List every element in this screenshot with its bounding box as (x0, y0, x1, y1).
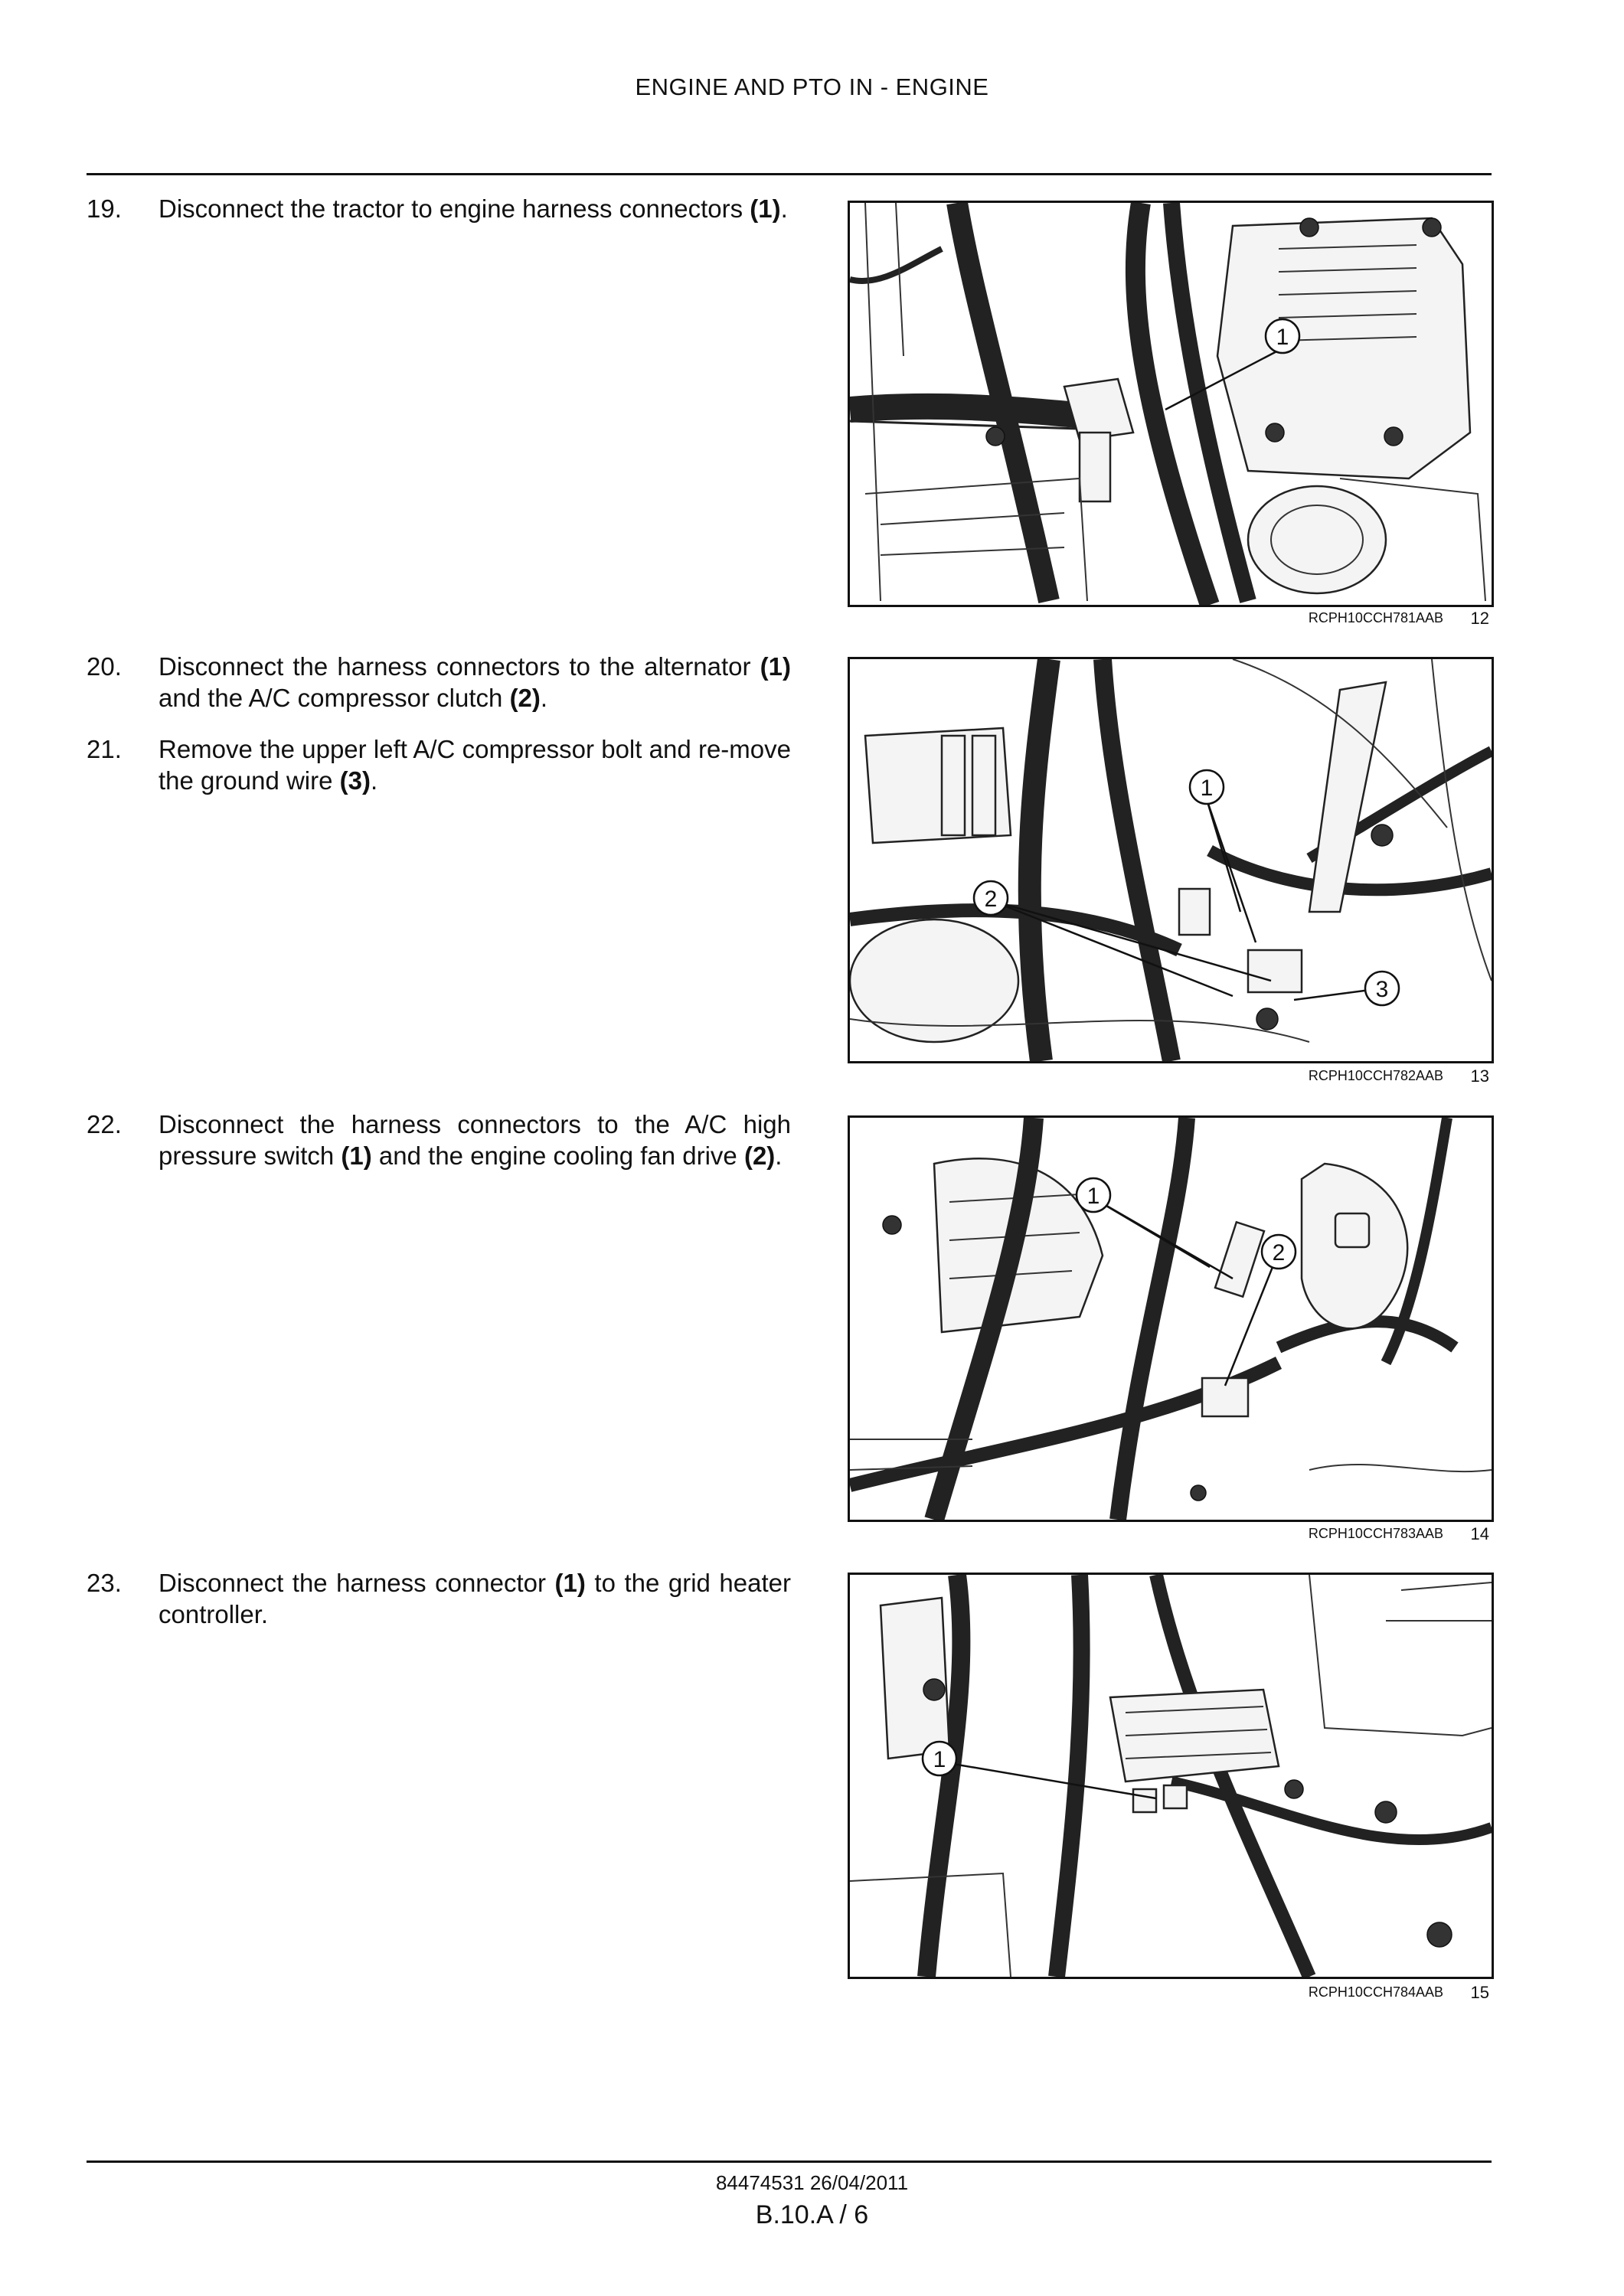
figure-14-pressure-switch-fan-drive: 1 2 (848, 1115, 1494, 1522)
svg-text:1: 1 (933, 1747, 946, 1772)
step-text: Disconnect the harness connector (1) to … (158, 1569, 791, 1628)
figure-code: RCPH10CCH783AAB (1308, 1526, 1443, 1541)
svg-text:3: 3 (1376, 977, 1389, 1002)
svg-text:1: 1 (1201, 776, 1214, 801)
figure-number: 12 (1470, 609, 1489, 628)
figure-12-illustration: 1 (850, 203, 1492, 605)
figure-14-illustration: 1 2 (850, 1118, 1492, 1520)
header-rule (87, 173, 1492, 175)
svg-text:2: 2 (1273, 1240, 1286, 1266)
svg-text:1: 1 (1087, 1184, 1100, 1209)
callout-1: 1 (1075, 1177, 1234, 1280)
figure-15-grid-heater-controller: 1 (848, 1573, 1494, 1979)
figure-number: 13 (1470, 1066, 1489, 1086)
svg-text:2: 2 (985, 887, 998, 912)
callout-2: 2 (972, 880, 1272, 998)
figure-code: RCPH10CCH781AAB (1308, 610, 1443, 625)
page-header: ENGINE AND PTO IN - ENGINE (635, 73, 989, 100)
step-number: 21. (87, 735, 122, 763)
step-number: 23. (87, 1569, 122, 1597)
step-number: 22. (87, 1110, 122, 1138)
step-text: Disconnect the tractor to engine harness… (158, 194, 788, 223)
figure-number: 14 (1470, 1524, 1489, 1543)
step-text: Remove the upper left A/C compressor bol… (158, 735, 791, 795)
footer-doc-code: 84474531 26/04/2011 (715, 2171, 909, 2194)
footer-page-number: B.10.A / 6 (755, 2200, 869, 2229)
figure-13-alternator-compressor: 1 2 3 (848, 657, 1494, 1063)
figure-code: RCPH10CCH782AAB (1308, 1068, 1443, 1083)
callout-1: 1 (1188, 769, 1257, 943)
step-text: Disconnect the harness connectors to the… (158, 652, 791, 712)
figure-12-engine-harness: 1 (848, 201, 1494, 607)
step-number: 19. (87, 194, 122, 223)
svg-text:1: 1 (1276, 325, 1289, 350)
figure-code: RCPH10CCH784AAB (1308, 1984, 1443, 2000)
footer-rule (87, 2160, 1492, 2163)
figure-15-illustration: 1 (850, 1575, 1492, 1977)
callout-1: 1 (1165, 318, 1301, 411)
callout-3: 3 (1293, 970, 1400, 1007)
step-text: Disconnect the harness connectors to the… (158, 1110, 791, 1170)
figure-number: 15 (1470, 1983, 1489, 2002)
step-number: 20. (87, 652, 122, 681)
figure-13-illustration: 1 2 3 (850, 659, 1492, 1061)
callout-2: 2 (1224, 1233, 1297, 1386)
callout-1: 1 (921, 1740, 1157, 1800)
